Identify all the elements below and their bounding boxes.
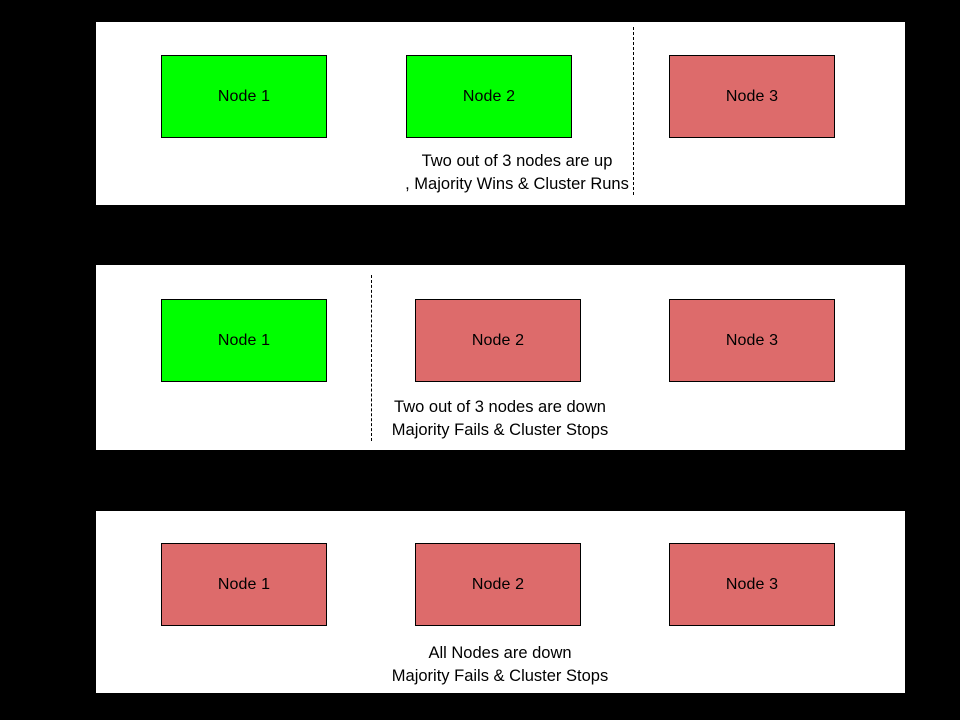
caption-line-2: Majority Fails & Cluster Stops	[391, 667, 609, 685]
quorum-divider-line	[633, 27, 634, 195]
node-box-label: Node 3	[725, 575, 779, 593]
quorum-divider-line	[371, 275, 372, 441]
node-box-label: Node 2	[471, 331, 525, 349]
node-box-2[interactable]: Node 2	[415, 299, 581, 382]
node-box-label: Node 1	[217, 87, 271, 105]
node-box-label: Node 3	[725, 87, 779, 105]
caption-line-2: , Majority Wins & Cluster Runs	[405, 175, 629, 193]
node-box-2[interactable]: Node 2	[406, 55, 572, 138]
panel-scenario-two-down: Node 1 Node 2 Node 3 Two out of 3 nodes …	[96, 265, 905, 450]
node-box-1[interactable]: Node 1	[161, 543, 327, 626]
caption-line-2: Majority Fails & Cluster Stops	[391, 421, 609, 439]
caption-line-1: Two out of 3 nodes are up	[421, 152, 613, 170]
panel-caption: Two out of 3 nodes are down Majority Fai…	[282, 396, 718, 442]
caption-line-1: All Nodes are down	[428, 644, 572, 662]
panel-caption: All Nodes are down Majority Fails & Clus…	[282, 642, 718, 688]
caption-line-1: Two out of 3 nodes are down	[394, 398, 606, 416]
node-box-label: Node 2	[471, 575, 525, 593]
node-box-3[interactable]: Node 3	[669, 299, 835, 382]
panel-caption: Two out of 3 nodes are up , Majority Win…	[299, 150, 735, 196]
node-box-label: Node 2	[462, 87, 516, 105]
node-box-1[interactable]: Node 1	[161, 299, 327, 382]
node-box-3[interactable]: Node 3	[669, 55, 835, 138]
node-box-3[interactable]: Node 3	[669, 543, 835, 626]
node-box-label: Node 1	[217, 331, 271, 349]
node-box-label: Node 3	[725, 331, 779, 349]
panel-scenario-two-up: Node 1 Node 2 Node 3 Two out of 3 nodes …	[96, 22, 905, 205]
node-box-1[interactable]: Node 1	[161, 55, 327, 138]
panel-scenario-all-down: Node 1 Node 2 Node 3 All Nodes are down …	[96, 511, 905, 693]
node-box-2[interactable]: Node 2	[415, 543, 581, 626]
node-box-label: Node 1	[217, 575, 271, 593]
